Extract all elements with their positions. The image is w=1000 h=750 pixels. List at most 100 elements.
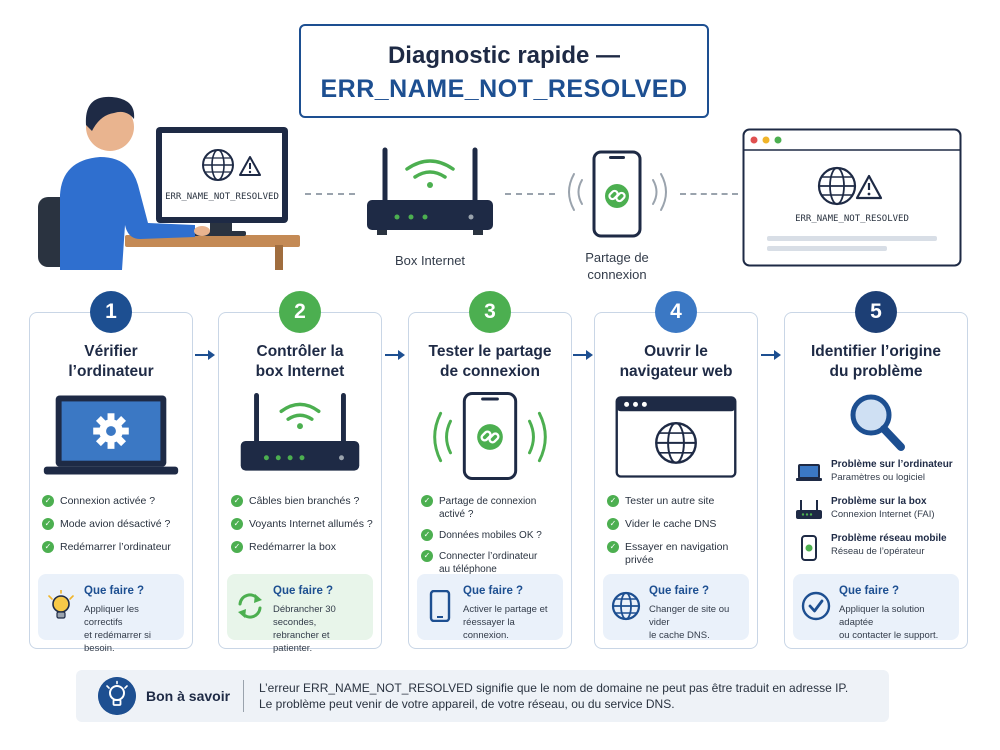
globe-icon (202, 149, 234, 181)
step-title-line-1: Contrôler la (256, 343, 344, 360)
person-at-computer-illustration: ERR_NAME_NOT_RESOLVED (38, 96, 300, 270)
check-icon: ✓ (42, 495, 54, 507)
checklist-item: ✓Vider le cache DNS (607, 518, 751, 531)
step-badge-1: 1 (90, 291, 132, 333)
checklist: ✓Câbles bien branchés ? ✓Voyants Interne… (231, 495, 375, 564)
check-icon: ✓ (231, 495, 243, 507)
problem-sub: Réseau de l’opérateur (831, 546, 925, 557)
checklist-item: ✓Partage de connexion activé ? (421, 495, 565, 521)
warning-icon (239, 156, 261, 176)
step-card-2: 2 Contrôler la box Internet ✓Câbles bien… (218, 291, 382, 654)
todo-box: Que faire ? Appliquer la solution adapté… (793, 574, 959, 641)
checklist-item: ✓Mode avion désactivé ? (42, 518, 186, 531)
step-card-1: 1 Vérifier l’ordinateur ✓Connexion activ… (29, 291, 193, 654)
step-title-line-2: du problème (829, 363, 923, 380)
check-icon: ✓ (421, 495, 433, 507)
globe-icon (817, 166, 857, 206)
arrow-right-icon (195, 350, 215, 360)
browser-window-illustration: ERR_NAME_NOT_RESOLVED (742, 128, 962, 267)
title-line-2: ERR_NAME_NOT_RESOLVED (320, 75, 688, 103)
step-title: Vérifier l’ordinateur (34, 342, 188, 382)
checklist: ✓Tester un autre site ✓Vider le cache DN… (607, 495, 751, 577)
step-card-5: 5 Identifier l’origine du problème Probl… (784, 291, 968, 649)
check-circle-icon (801, 591, 831, 621)
problem-item: Problème réseau mobile Réseau de l’opéra… (795, 533, 963, 561)
router-illustration (367, 147, 493, 235)
problem-item: Problème sur l’ordinateur Paramètres ou … (795, 459, 963, 484)
checklist-item: ✓Redémarrer la box (231, 541, 375, 554)
globe-icon (611, 591, 641, 621)
step-title-line-2: navigateur web (619, 363, 733, 380)
checklist-item: ✓Connexion activée ? (42, 495, 186, 508)
step-title-line-1: Vérifier (84, 343, 138, 360)
todo-text: Débrancher 30 secondes,rebrancher et pat… (273, 604, 336, 654)
checklist-item: ✓Redémarrer l’ordinateur (42, 541, 186, 554)
wifi-icon (405, 159, 455, 188)
phone-icon (429, 590, 451, 622)
connector-dash-3 (680, 193, 738, 195)
browser-globe-icon (615, 396, 737, 478)
check-icon: ✓ (231, 518, 243, 530)
connector-dash-1 (305, 193, 355, 195)
step-title-line-1: Ouvrir le (644, 343, 708, 360)
title-line-1: Diagnostic rapide — (387, 42, 621, 69)
connector-dash-2 (505, 193, 555, 195)
arrow-right-icon (573, 350, 593, 360)
good-to-know-note: Bon à savoir L’erreur ERR_NAME_NOT_RESOL… (76, 670, 889, 722)
phone-hotspot-illustration (568, 150, 667, 238)
todo-title: Que faire ? (839, 585, 900, 597)
problem-sub: Paramètres ou logiciel (831, 472, 925, 483)
check-icon: ✓ (607, 518, 619, 530)
arrow-right-icon (385, 350, 405, 360)
check-icon: ✓ (607, 495, 619, 507)
phone-hotspot-icon (433, 392, 547, 480)
check-icon: ✓ (42, 541, 54, 553)
router-icon (240, 393, 360, 471)
refresh-icon (238, 593, 262, 619)
step-title: Ouvrir le navigateur web (599, 342, 753, 382)
step-badge-3: 3 (469, 291, 511, 333)
checklist-item: ✓Voyants Internet allumés ? (231, 518, 375, 531)
note-divider (243, 680, 244, 712)
check-icon: ✓ (231, 541, 243, 553)
check-icon: ✓ (607, 541, 619, 553)
todo-title: Que faire ? (463, 585, 524, 597)
browser-error-text: ERR_NAME_NOT_RESOLVED (795, 214, 909, 224)
checklist-item: ✓Essayer en navigation privée (607, 541, 751, 567)
step-badge-2: 2 (279, 291, 321, 333)
hotspot-label: Partage de connexion (567, 249, 667, 283)
todo-title: Que faire ? (84, 585, 145, 597)
check-icon: ✓ (421, 550, 433, 562)
step-card-3: 3 Tester le partage de connexion ✓Partag… (408, 291, 572, 649)
link-icon (608, 189, 626, 203)
problem-title: Problème réseau mobile (831, 533, 947, 544)
todo-title: Que faire ? (273, 585, 334, 597)
title-box: Diagnostic rapide — ERR_NAME_NOT_RESOLVE… (299, 24, 709, 118)
check-icon: ✓ (42, 518, 54, 530)
router-label: Box Internet (394, 253, 466, 268)
hotspot-label-line-2: connexion (587, 267, 647, 282)
check-icon: ✓ (421, 529, 433, 541)
problem-title: Problème sur la box (831, 496, 927, 507)
checklist-item: ✓Données mobiles OK ? (421, 529, 565, 542)
problem-title: Problème sur l’ordinateur (831, 459, 953, 470)
checklist-item: ✓Tester un autre site (607, 495, 751, 508)
magnifier-icon (850, 394, 905, 451)
note-line-2: Le problème peut venir de votre appareil… (259, 697, 675, 711)
problem-item: Problème sur la box Connexion Internet (… (795, 496, 963, 521)
note-label: Bon à savoir (146, 688, 231, 704)
checklist-item: ✓Câbles bien branchés ? (231, 495, 375, 508)
problem-sub: Connexion Internet (FAI) (831, 509, 935, 520)
checklist: ✓Connexion activée ? ✓Mode avion désacti… (42, 495, 186, 564)
step-badge-5: 5 (855, 291, 897, 333)
lightbulb-icon (98, 677, 136, 715)
monitor-error-text: ERR_NAME_NOT_RESOLVED (165, 192, 279, 202)
